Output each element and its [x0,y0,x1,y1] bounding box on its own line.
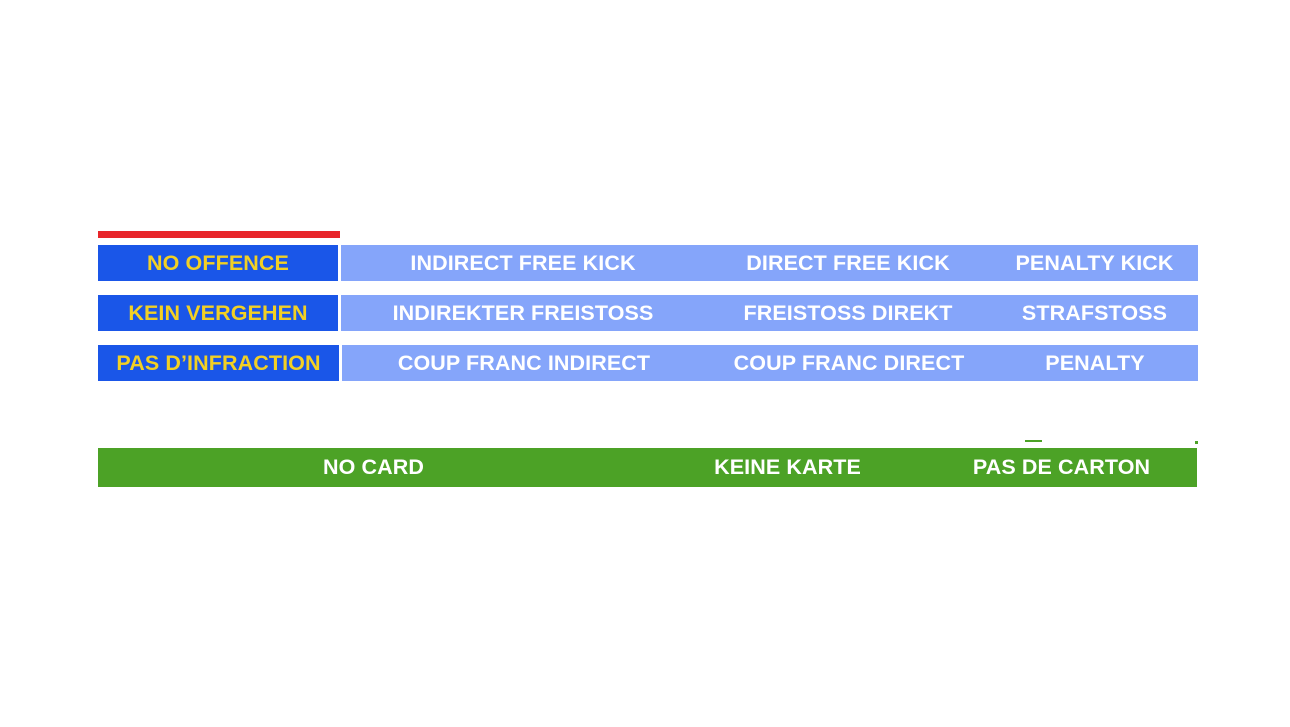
offence-option-coup-franc-indirect[interactable]: COUP FRANC INDIRECT [397,350,651,375]
card-bar: NO CARD KEINE KARTE PAS DE CARTON [98,448,1197,487]
green-dot-mark [1195,441,1198,444]
offence-option-direct-free-kick[interactable]: DIRECT FREE KICK [746,250,950,275]
row-divider [339,345,342,381]
offence-option-freistoss-direkt[interactable]: FREISTOSS DIREKT [743,300,953,325]
offence-options-english: INDIRECT FREE KICK DIRECT FREE KICK PENA… [341,245,1198,281]
card-option-no-card[interactable]: NO CARD [322,455,425,479]
offence-options-german: INDIREKTER FREISTOSS FREISTOSS DIREKT ST… [341,295,1198,331]
offence-label-kein-vergehen[interactable]: KEIN VERGEHEN [98,295,338,331]
card-option-pas-de-carton[interactable]: PAS DE CARTON [972,455,1151,479]
offence-options-french: COUP FRANC INDIRECT COUP FRANC DIRECT PE… [342,345,1198,381]
green-dash-mark [1025,440,1042,442]
offence-row-german: KEIN VERGEHEN INDIREKTER FREISTOSS FREIS… [98,295,1198,331]
offence-label-pas-d-infraction[interactable]: PAS D’INFRACTION [98,345,339,381]
offence-option-penalty-kick[interactable]: PENALTY KICK [1015,250,1174,275]
row-divider [338,295,341,331]
offence-option-coup-franc-direct[interactable]: COUP FRANC DIRECT [733,350,965,375]
offence-option-strafstoss[interactable]: STRAFSTOSS [1021,300,1168,325]
offence-row-french: PAS D’INFRACTION COUP FRANC INDIRECT COU… [98,345,1198,381]
offence-option-penalty[interactable]: PENALTY [1045,350,1145,375]
offence-option-indirect-free-kick[interactable]: INDIRECT FREE KICK [410,250,636,275]
offence-row-english: NO OFFENCE INDIRECT FREE KICK DIRECT FRE… [98,245,1198,281]
red-accent-rule [98,231,340,238]
card-option-keine-karte[interactable]: KEINE KARTE [714,455,861,479]
row-divider [338,245,341,281]
offence-label-no-offence[interactable]: NO OFFENCE [98,245,338,281]
offence-option-indirekter-freistoss[interactable]: INDIREKTER FREISTOSS [392,300,654,325]
